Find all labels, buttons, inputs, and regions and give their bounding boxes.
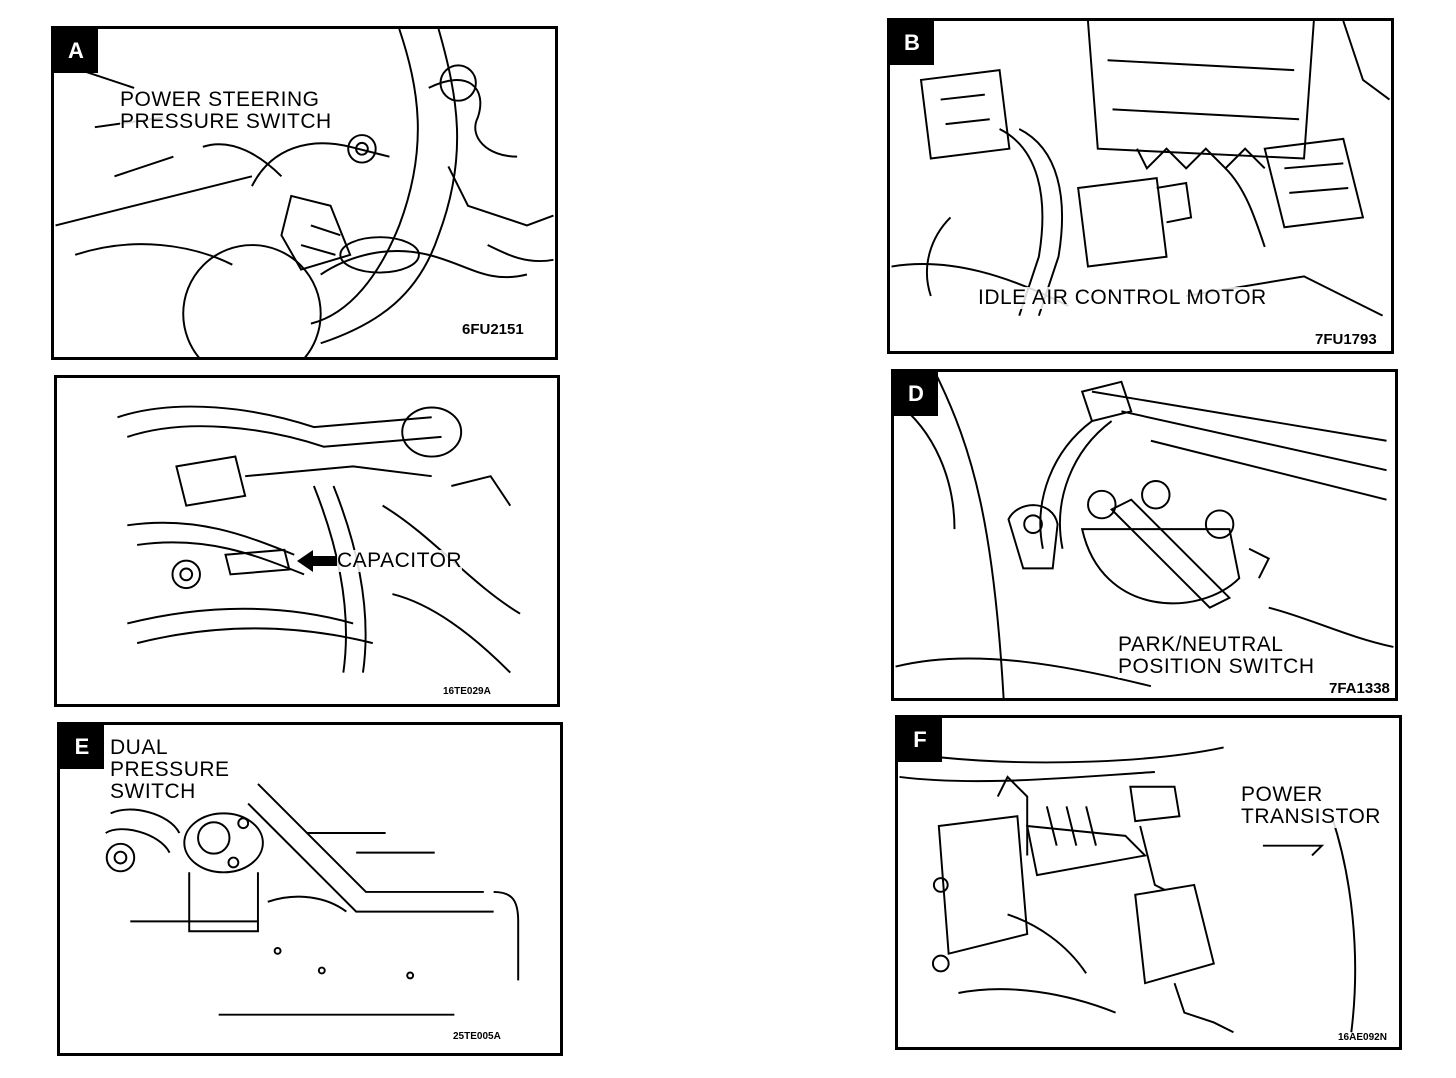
label-line-1: DUAL bbox=[110, 736, 169, 759]
label-line-1: POWER bbox=[1241, 783, 1323, 806]
panel-e: E DUAL PRESSURE SWITCH 25TE005A bbox=[57, 722, 563, 1056]
park-neutral-position-switch-label: PARK/NEUTRAL POSITION SWITCH bbox=[1118, 634, 1315, 678]
label-line-1: PARK/NEUTRAL bbox=[1118, 633, 1284, 656]
power-steering-pressure-switch-illustration bbox=[55, 29, 554, 357]
panel-d: D PARK/NEUTRAL POSITION SWITCH 7FA1338 bbox=[891, 369, 1398, 701]
arrow-left-icon bbox=[297, 550, 337, 572]
figure-code: 7FU1793 bbox=[1315, 331, 1377, 348]
power-steering-pressure-switch-label: POWER STEERING PRESSURE SWITCH bbox=[120, 89, 332, 133]
figure-code: 25TE005A bbox=[453, 1031, 501, 1042]
dual-pressure-switch-illustration bbox=[105, 783, 520, 1016]
power-transistor-illustration bbox=[899, 718, 1357, 1034]
label-line-2: PRESSURE bbox=[110, 758, 230, 781]
capacitor-label: CAPACITOR bbox=[337, 549, 463, 572]
figure-code: 6FU2151 bbox=[462, 321, 524, 338]
panel-c: CAPACITOR 16TE029A bbox=[54, 375, 560, 707]
panel-letter-a: A bbox=[54, 29, 98, 73]
panel-b: B IDLE AIR CONTROL MOTOR 7FU1793 bbox=[887, 18, 1394, 354]
label-line-1: POWER STEERING bbox=[120, 88, 320, 111]
dual-pressure-switch-label: DUAL PRESSURE SWITCH bbox=[110, 737, 230, 803]
panel-letter-b: B bbox=[890, 21, 934, 65]
panel-letter-e: E bbox=[60, 725, 104, 769]
power-transistor-label: POWER TRANSISTOR bbox=[1241, 784, 1381, 828]
panel-f: F POWER TRANSISTOR 16AE092N bbox=[895, 715, 1402, 1050]
idle-air-control-motor-illustration bbox=[891, 21, 1391, 317]
label-line-3: SWITCH bbox=[110, 780, 196, 803]
panel-letter-d: D bbox=[894, 372, 938, 416]
figure-code: 16AE092N bbox=[1338, 1032, 1387, 1043]
capacitor-illustration bbox=[117, 405, 521, 674]
park-neutral-position-switch-illustration bbox=[894, 372, 1394, 698]
figure-code: 16TE029A bbox=[443, 686, 491, 697]
panel-a: A POWER STEERING PRESSURE SWITCH 6FU2151 bbox=[51, 26, 558, 360]
label-line-2: PRESSURE SWITCH bbox=[120, 110, 332, 133]
figure-code: 7FA1338 bbox=[1329, 680, 1390, 697]
panel-letter-f: F bbox=[898, 718, 942, 762]
label-line-2: POSITION SWITCH bbox=[1118, 655, 1315, 678]
label-line-2: TRANSISTOR bbox=[1241, 805, 1381, 828]
idle-air-control-motor-label: IDLE AIR CONTROL MOTOR bbox=[978, 286, 1267, 309]
